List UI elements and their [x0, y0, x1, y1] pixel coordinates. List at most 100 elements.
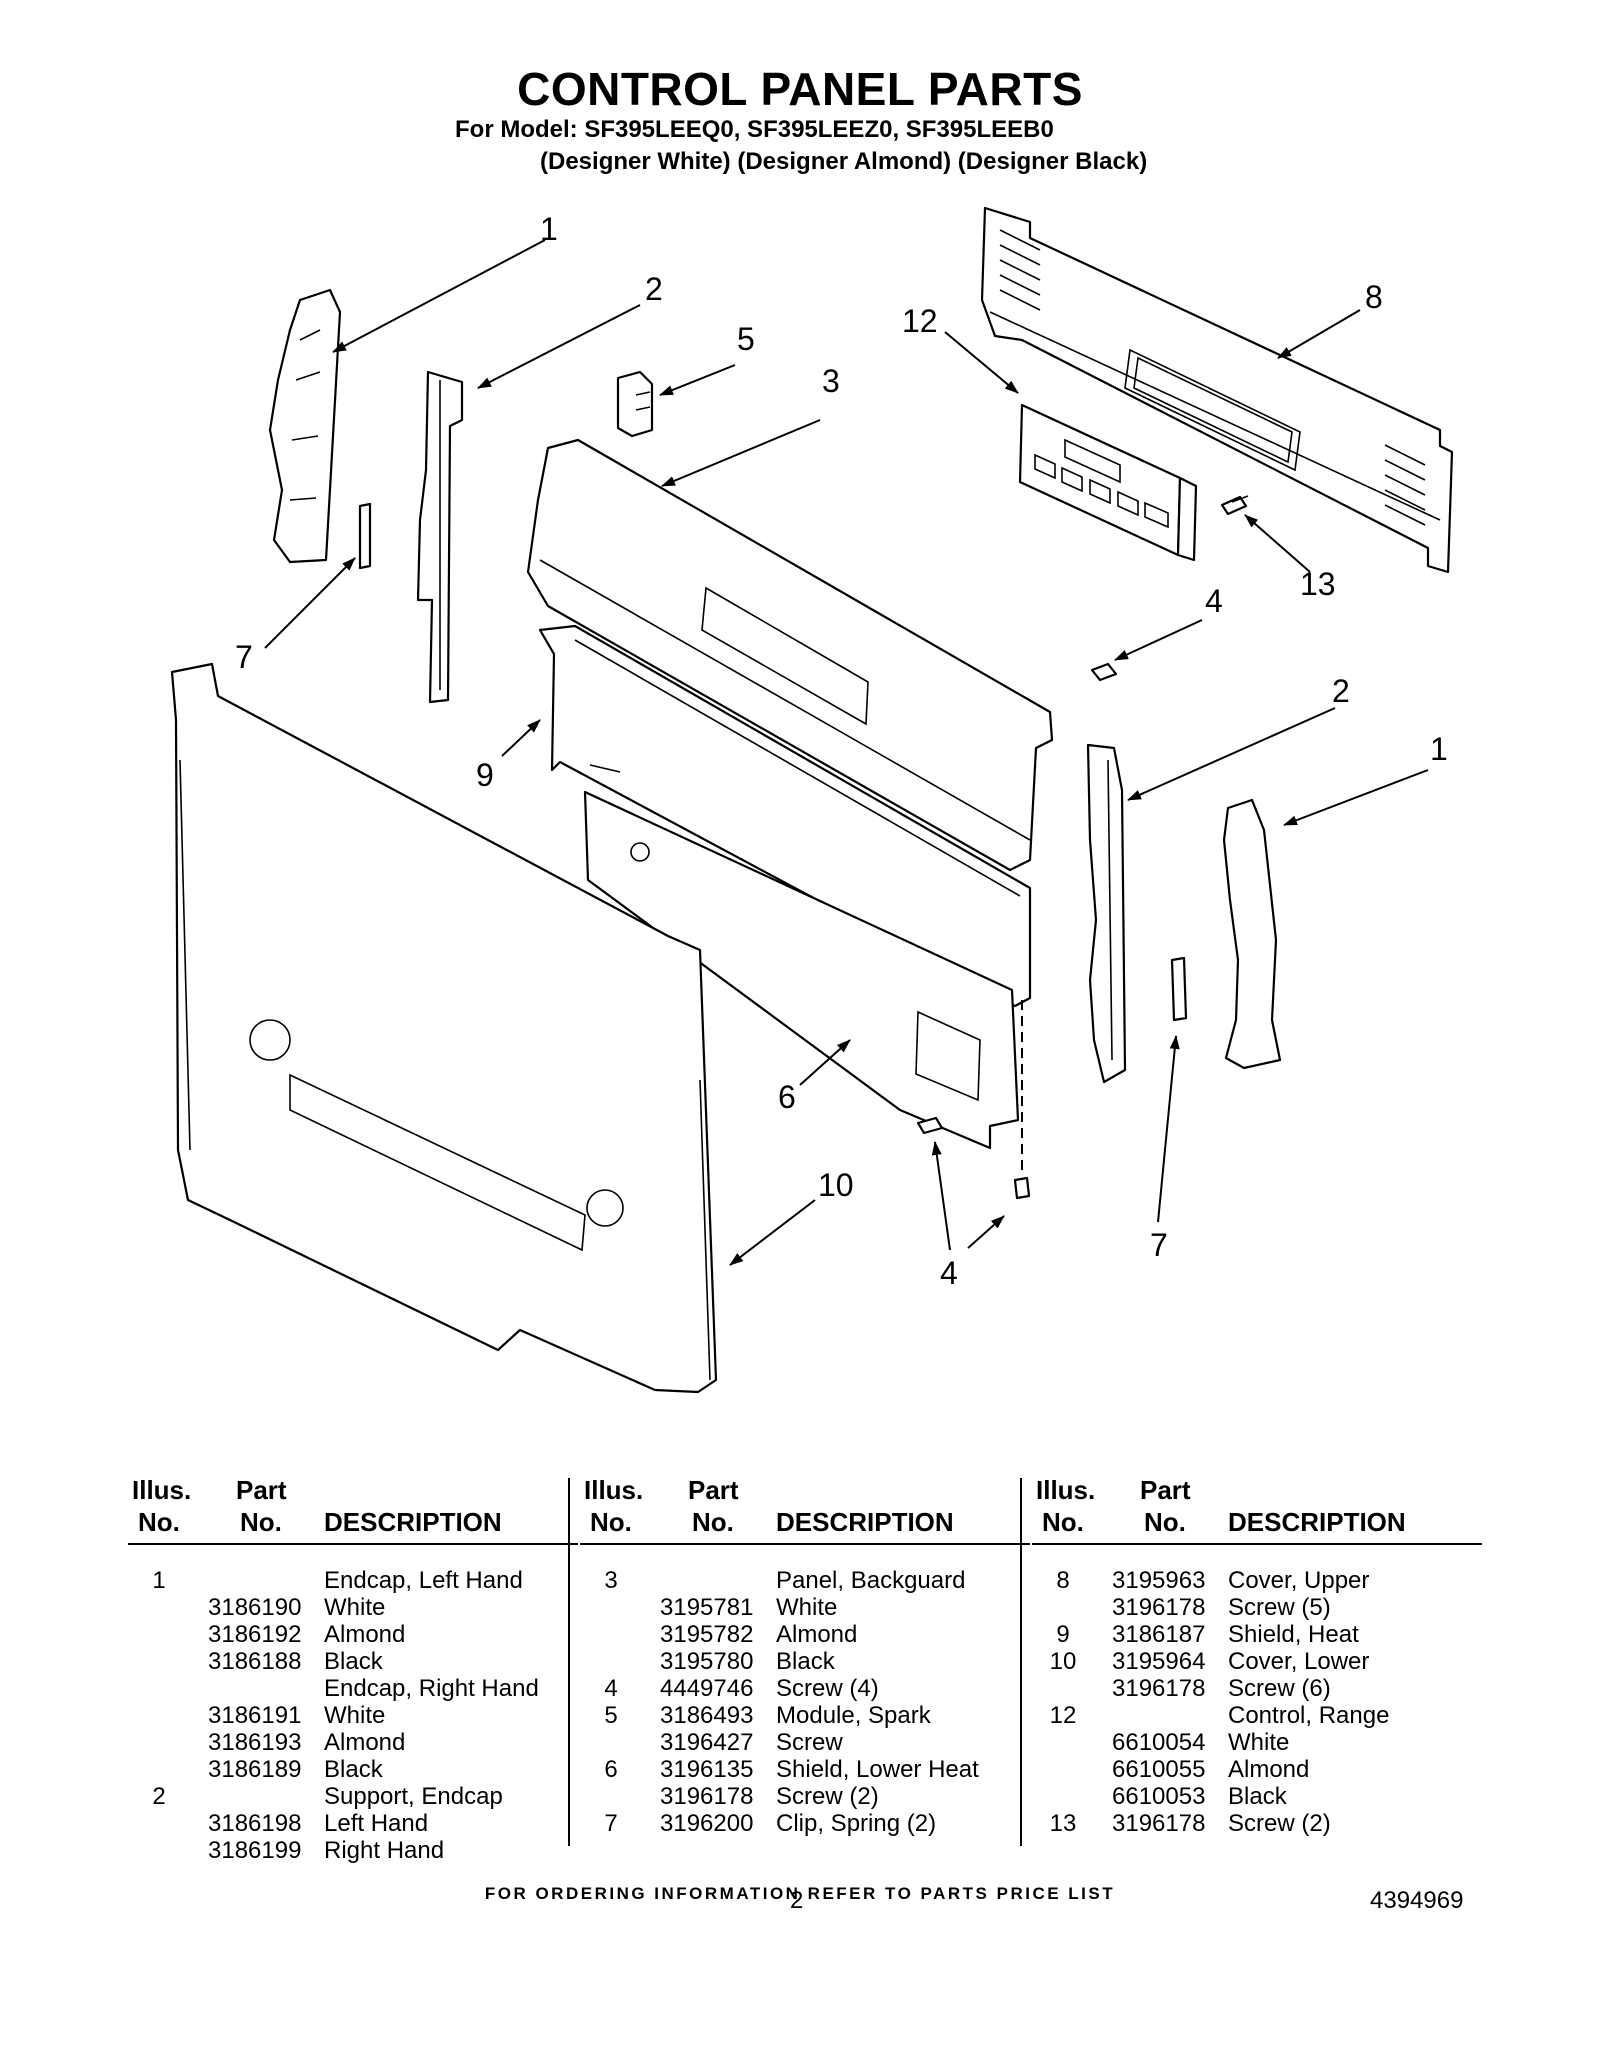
illus-no: 13 [1049, 1810, 1077, 1837]
description: Almond [324, 1621, 406, 1648]
table-header: Illus. No. Part No. DESCRIPTION [1032, 1475, 1482, 1545]
part-no: 3196135 [660, 1756, 754, 1783]
callout-4-lower: 4 [940, 1255, 958, 1291]
table-row: 3186192 Almond [128, 1621, 578, 1648]
description: Screw (4) [776, 1675, 879, 1702]
table-row: 6 3196135 Shield, Lower Heat [580, 1756, 1030, 1783]
table-row: 3195782 Almond [580, 1621, 1030, 1648]
part-no: 6610054 [1112, 1729, 1206, 1756]
part-no: 3186192 [208, 1621, 302, 1648]
part-no: 3195781 [660, 1594, 754, 1621]
spark-module-part [616, 370, 654, 438]
callout-8: 8 [1365, 279, 1383, 315]
page-title: CONTROL PANEL PARTS [517, 63, 1083, 115]
callout-13: 13 [1300, 566, 1336, 602]
description: Shield, Lower Heat [776, 1756, 979, 1783]
part-no: 3196178 [1112, 1675, 1206, 1702]
description: White [1228, 1729, 1290, 1756]
header-illus-no: No. [590, 1507, 632, 1537]
part-no: 3186198 [208, 1810, 302, 1837]
model-numbers: For Model: SF395LEEQ0, SF395LEEZ0, SF395… [455, 116, 1054, 143]
header-illus-no: No. [138, 1507, 180, 1537]
callout-7-right: 7 [1150, 1227, 1168, 1263]
table-row: 3186198 Left Hand [128, 1810, 578, 1837]
description: Black [324, 1648, 383, 1675]
left-endcap-part [268, 288, 342, 564]
description: Almond [1228, 1756, 1310, 1783]
description: White [324, 1594, 386, 1621]
callout-leader-lines [264, 239, 1429, 1266]
header-illus-no: No. [1042, 1507, 1084, 1537]
table-row: 3195780 Black [580, 1648, 1030, 1675]
header-part-no: No. [240, 1507, 282, 1537]
table-row: 9 3186187 Shield, Heat [1032, 1621, 1482, 1648]
table-row: 6610055 Almond [1032, 1756, 1482, 1783]
part-no: 3195780 [660, 1648, 754, 1675]
part-no: 6610053 [1112, 1783, 1206, 1810]
page-number: 2 [790, 1887, 804, 1914]
callout-2-right: 2 [1332, 673, 1350, 709]
upper-cover-part [980, 206, 1454, 574]
description: Clip, Spring (2) [776, 1810, 937, 1837]
header-description: DESCRIPTION [1228, 1507, 1406, 1537]
backguard-screws-part [916, 662, 1118, 1200]
description: Black [1228, 1783, 1287, 1810]
callout-1-left: 1 [540, 211, 558, 247]
range-control-part [1018, 403, 1198, 562]
description: Cover, Upper [1228, 1567, 1370, 1594]
description: Cover, Lower [1228, 1648, 1370, 1675]
right-spring-clip-part [1170, 956, 1188, 1022]
part-no: 3186188 [208, 1648, 302, 1675]
header-illus: Illus. [584, 1475, 644, 1505]
part-no: 3186191 [208, 1702, 302, 1729]
part-no: 3196200 [660, 1810, 754, 1837]
description: Screw [776, 1729, 843, 1756]
header-illus: Illus. [132, 1475, 192, 1505]
table-header: Illus. No. Part No. DESCRIPTION [580, 1475, 1030, 1545]
part-no: 3186187 [1112, 1621, 1206, 1648]
illus-no: 4 [604, 1675, 618, 1702]
description: White [776, 1594, 838, 1621]
description: Right Hand [324, 1837, 445, 1864]
description: Shield, Heat [1228, 1621, 1359, 1648]
table-row: 3195781 White [580, 1594, 1030, 1621]
callout-3: 3 [822, 363, 840, 399]
left-spring-clip-part [358, 502, 372, 570]
description: Left Hand [324, 1810, 429, 1837]
right-endcap-support-part [1086, 743, 1127, 1084]
callout-6: 6 [778, 1079, 796, 1115]
part-no: 3186493 [660, 1702, 754, 1729]
header-part: Part [236, 1475, 287, 1505]
description: Black [776, 1648, 835, 1675]
illus-no: 5 [604, 1702, 618, 1729]
callout-7-left: 7 [235, 639, 253, 675]
header-part-no: No. [692, 1507, 734, 1537]
illus-no: 6 [604, 1756, 618, 1783]
right-endcap-part [1222, 798, 1282, 1070]
control-screw-part [1220, 495, 1249, 516]
description: Almond [776, 1621, 858, 1648]
illus-no: 9 [1056, 1621, 1070, 1648]
part-no: 6610055 [1112, 1756, 1206, 1783]
part-no: 3195964 [1112, 1648, 1206, 1675]
part-no: 3195782 [660, 1621, 754, 1648]
callout-12: 12 [902, 303, 938, 339]
description: Panel, Backguard [776, 1567, 966, 1594]
description: Almond [324, 1729, 406, 1756]
